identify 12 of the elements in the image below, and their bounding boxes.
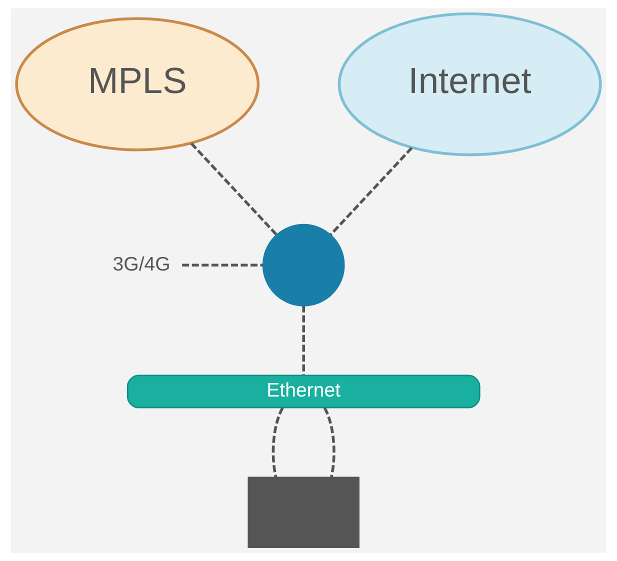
node-box xyxy=(248,476,360,548)
node-circle xyxy=(262,224,345,306)
connector xyxy=(182,264,263,267)
connector xyxy=(330,146,413,236)
node-ellipse: Internet xyxy=(338,12,602,156)
connector xyxy=(302,306,305,375)
node-text: 3G/4G xyxy=(112,253,170,276)
connector xyxy=(272,407,284,478)
connector xyxy=(190,142,278,236)
node-box: Ethernet xyxy=(126,374,480,408)
connector xyxy=(323,407,336,478)
node-ellipse: MPLS xyxy=(15,17,260,152)
